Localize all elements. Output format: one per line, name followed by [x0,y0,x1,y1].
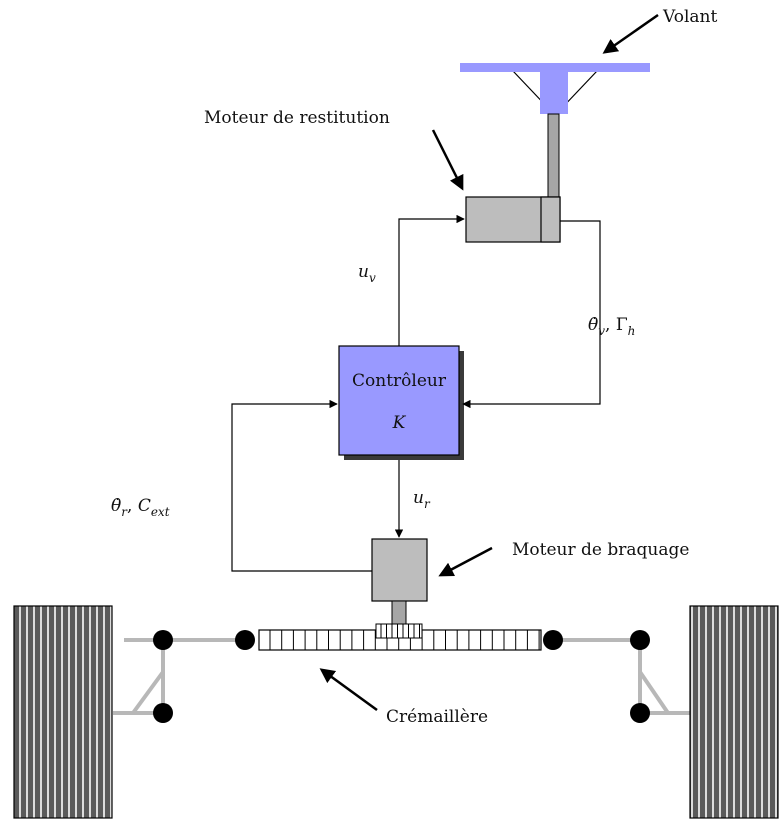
feedback-motor [465,196,561,243]
rack-teeth [269,630,540,650]
steering-wheel-rim [460,63,650,72]
u-v-label: uv [358,262,376,285]
moteur-restitution-arrow [431,129,464,191]
volant-label: Volant [662,7,717,27]
rack-right-joint [543,630,563,650]
theta-r-line [231,399,372,572]
right-upper-joint [630,630,650,650]
steering-column [547,113,560,198]
right-wheel [689,605,779,819]
pinion-body [375,623,423,639]
controller-label: Contrôleur [352,371,447,391]
left-wheel [13,605,113,819]
left-upper-joint [153,630,173,650]
steering-motor [371,538,428,602]
right-lower-joint [630,703,650,723]
left-lower-joint [153,703,173,723]
moteur-braquage-arrow [438,546,493,577]
u-v-line [398,214,465,346]
theta-v-label: θ̇v, Γh [588,315,635,338]
pinion [375,623,423,639]
theta-r-label: θ̇r, Cext [111,496,170,519]
cremaillere-arrow [319,668,378,712]
u-r-label: ur [413,488,431,511]
theta-v-line [462,220,601,409]
controller-block [338,345,460,456]
cremaillere-label: Crémaillère [386,707,488,727]
steering-motor-shaft [391,600,407,626]
steering-wheel-hub [540,72,568,114]
volant-arrow [602,13,659,54]
rack-left-joint [235,630,255,650]
steering-wheel [460,63,650,198]
moteur-restitution-label: Moteur de restitution [204,108,390,128]
controller-gain: K [392,413,407,433]
moteur-braquage-label: Moteur de braquage [512,540,689,560]
tie-rods [113,638,690,715]
